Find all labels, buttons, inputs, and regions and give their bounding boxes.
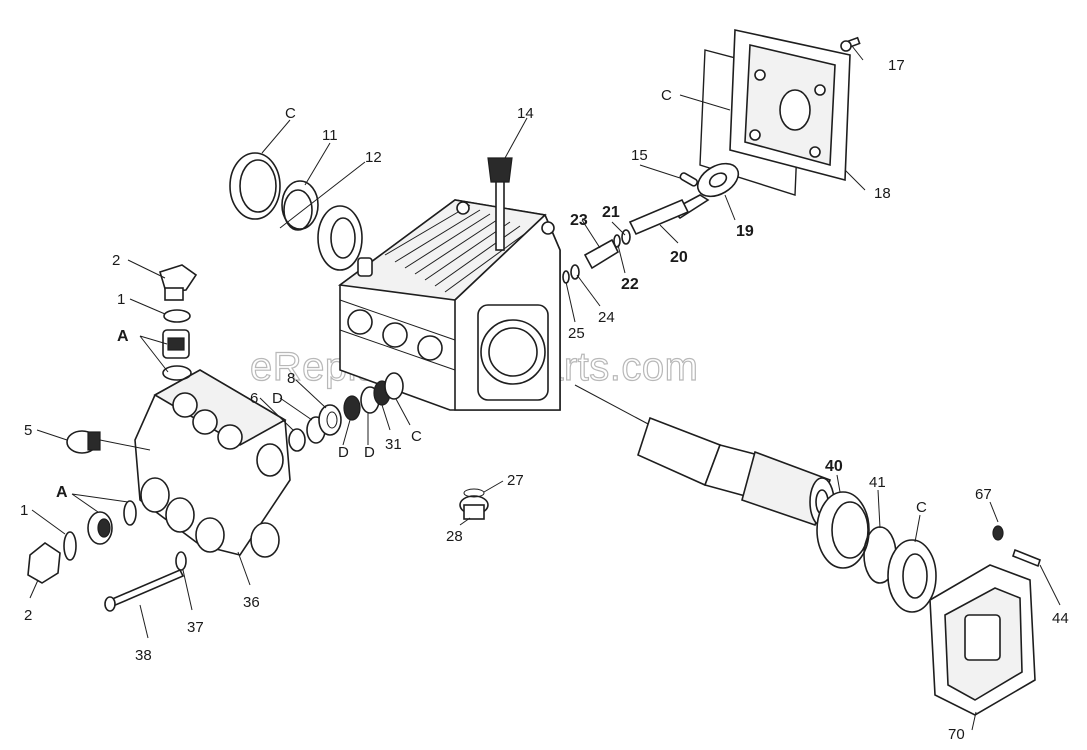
part-a-oring-top: [162, 365, 192, 381]
callout-c-right: C: [916, 499, 927, 516]
part-a-valve-top: [162, 329, 190, 359]
callout-2-top: 2: [112, 252, 120, 269]
callout-28: 28: [446, 528, 463, 545]
callout-a-top: A: [117, 328, 129, 345]
part-67-plug: [992, 525, 1004, 541]
part-17-screw: [840, 36, 861, 52]
part-18-rear-cover: [729, 29, 851, 182]
part-23-plunger: [583, 238, 620, 270]
callout-1-bot: 1: [20, 502, 28, 519]
part-c-seal-top: [229, 152, 281, 220]
callout-20: 20: [670, 249, 688, 266]
part-a-oring-bottom: [123, 500, 137, 526]
part-8-retainer: [318, 404, 342, 436]
part-2-plug-top: [159, 264, 198, 301]
callout-23: 23: [570, 212, 588, 229]
part-a-valve-bottom: [87, 511, 113, 545]
callout-41: 41: [869, 474, 886, 491]
callout-14: 14: [517, 105, 534, 122]
callout-d-3: D: [364, 444, 375, 461]
part-25-ring: [562, 270, 570, 284]
part-1-oring-top: [163, 309, 191, 323]
callout-c-top: C: [285, 105, 296, 122]
callout-c-cover: C: [661, 87, 672, 104]
callout-21: 21: [602, 204, 620, 221]
callout-8: 8: [287, 370, 295, 387]
part-37-washer: [175, 551, 187, 571]
crankshaft: [574, 384, 835, 527]
part-c-seal-mid: [384, 372, 404, 400]
callout-31: 31: [385, 436, 402, 453]
callout-labels: C 11 12 14 C 15 17 18 19 20 21 22 23 24 …: [20, 57, 1069, 743]
callout-d-1: D: [272, 390, 283, 407]
callout-18: 18: [874, 185, 891, 202]
part-20-piston: [628, 198, 690, 236]
part-6-seal: [288, 428, 306, 452]
callout-44: 44: [1052, 610, 1069, 627]
callout-25: 25: [568, 325, 585, 342]
part-2-plug-bottom: [27, 542, 61, 584]
part-70-flange: [929, 564, 1036, 716]
callout-a-bot: A: [56, 484, 68, 501]
crankcase-housing: [337, 199, 561, 411]
part-22-ring: [613, 234, 621, 248]
callout-15: 15: [631, 147, 648, 164]
callout-d-2: D: [338, 444, 349, 461]
callout-67: 67: [975, 486, 992, 503]
part-c-seal-right: [887, 539, 937, 613]
callout-6: 6: [250, 390, 258, 407]
part-44-screw: [1012, 548, 1041, 568]
leader-lines: [29, 45, 1061, 731]
callout-1-top: 1: [117, 291, 125, 308]
callout-2-bot: 2: [24, 607, 32, 624]
part-28-plug: [459, 495, 489, 520]
callout-24: 24: [598, 309, 615, 326]
callout-36: 36: [243, 594, 260, 611]
part-14-dipstick: [487, 157, 513, 251]
callout-17: 17: [888, 57, 905, 74]
callout-27: 27: [507, 472, 524, 489]
part-15-pin: [679, 172, 698, 187]
part-5-plug: [66, 430, 101, 454]
callout-c-mid: C: [411, 428, 422, 445]
callout-5: 5: [24, 422, 32, 439]
part-d-ring-2: [343, 395, 361, 421]
callout-38: 38: [135, 647, 152, 664]
part-27-oring: [463, 488, 485, 498]
callout-12: 12: [365, 149, 382, 166]
part-21-washer: [621, 229, 631, 245]
part-38-bolt: [104, 568, 185, 612]
part-19-connecting-rod: [670, 162, 740, 220]
callout-40: 40: [825, 458, 843, 475]
crank-bearing: [317, 205, 363, 271]
callout-19: 19: [736, 223, 754, 240]
callout-37: 37: [187, 619, 204, 636]
part-1-oring-bottom: [63, 531, 77, 561]
part-12-ring: [283, 189, 313, 231]
callout-11: 11: [322, 127, 338, 144]
part-36-manifold: [134, 369, 291, 558]
callout-70: 70: [948, 726, 965, 743]
callout-22: 22: [621, 276, 639, 293]
part-40-bearing: [816, 491, 870, 569]
